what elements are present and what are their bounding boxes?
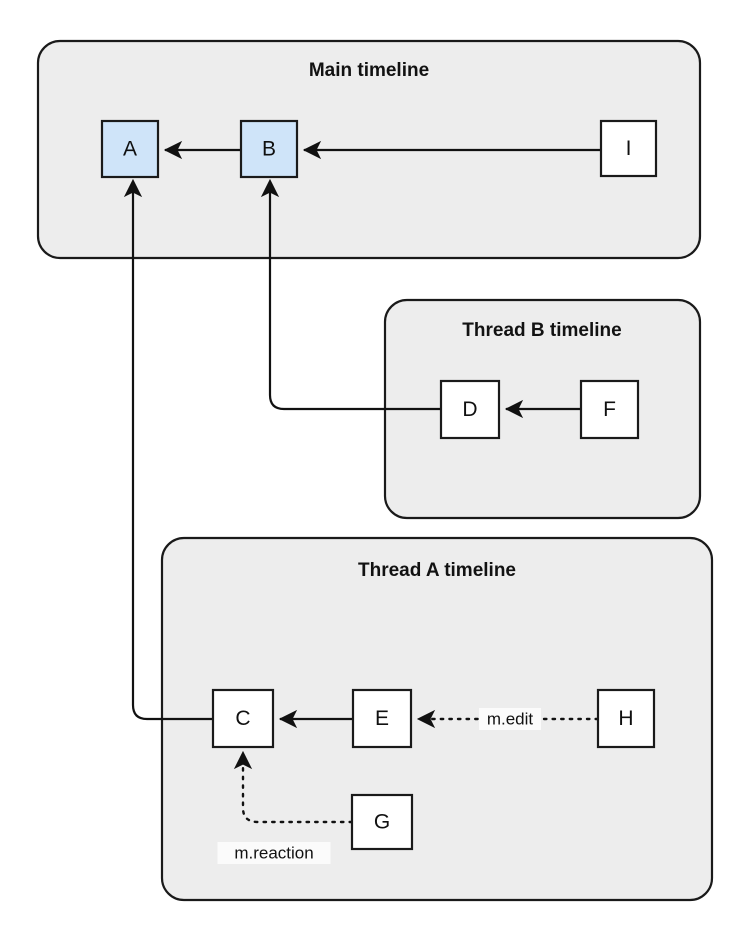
edge-label-background <box>479 708 541 730</box>
edge-c-to-a <box>131 184 213 721</box>
event-node-I[interactable]: I <box>599 119 658 178</box>
edge-d-to-b <box>268 184 441 411</box>
arrowhead-ah-h-to-e <box>416 709 436 729</box>
event-node-box[interactable] <box>351 688 413 749</box>
edge-labels-layer: m.edit m.reaction <box>217 708 541 864</box>
event-node-B[interactable]: B <box>239 119 299 179</box>
event-node-box[interactable] <box>100 119 160 179</box>
event-node-label: H <box>618 707 633 730</box>
arrowhead-ah-g-to-c <box>233 750 253 770</box>
arrowhead-ah-c-to-a <box>123 178 143 198</box>
event-nodes-layer: A B I D F C E H G <box>100 119 658 851</box>
event-node-E[interactable]: E <box>351 688 413 749</box>
event-node-label: A <box>123 138 137 161</box>
event-node-box[interactable] <box>439 379 501 440</box>
event-node-label: E <box>375 707 389 730</box>
timeline-group-title: Thread A timeline <box>358 560 516 581</box>
event-node-A[interactable]: A <box>100 119 160 179</box>
event-node-box[interactable] <box>211 688 275 749</box>
event-node-G[interactable]: G <box>350 793 414 851</box>
event-node-box[interactable] <box>596 688 656 749</box>
event-node-label: G <box>374 811 390 834</box>
event-node-label: C <box>235 707 250 730</box>
edge-label-background <box>217 842 331 864</box>
edges-layer <box>131 148 601 824</box>
event-node-box[interactable] <box>239 119 299 179</box>
edge-label-text: m.edit <box>487 709 534 728</box>
event-node-label: B <box>262 138 276 161</box>
event-node-H[interactable]: H <box>596 688 656 749</box>
event-node-box[interactable] <box>350 793 414 851</box>
edge-label-text: m.reaction <box>234 843 313 862</box>
timeline-group-title: Main timeline <box>309 60 429 81</box>
edge-label-g-to-c: m.reaction <box>217 842 331 864</box>
event-node-box[interactable] <box>579 379 640 440</box>
arrowhead-ah-f-to-d <box>504 399 524 419</box>
edge-label-h-to-e: m.edit <box>479 708 541 730</box>
arrowhead-ah-b-to-a <box>163 140 183 160</box>
arrowhead-ah-e-to-c <box>278 709 298 729</box>
arrowhead-ah-i-to-b <box>302 140 322 160</box>
event-node-label: D <box>462 398 477 421</box>
event-node-C[interactable]: C <box>211 688 275 749</box>
event-node-label: I <box>626 137 632 160</box>
event-node-D[interactable]: D <box>439 379 501 440</box>
arrowhead-ah-d-to-b <box>260 178 280 198</box>
event-node-F[interactable]: F <box>579 379 640 440</box>
timeline-group-title: Thread B timeline <box>462 320 621 341</box>
edge-g-to-c <box>241 753 354 824</box>
arrowheads-layer <box>123 140 524 770</box>
event-node-label: F <box>603 398 616 421</box>
event-node-box[interactable] <box>599 119 658 178</box>
